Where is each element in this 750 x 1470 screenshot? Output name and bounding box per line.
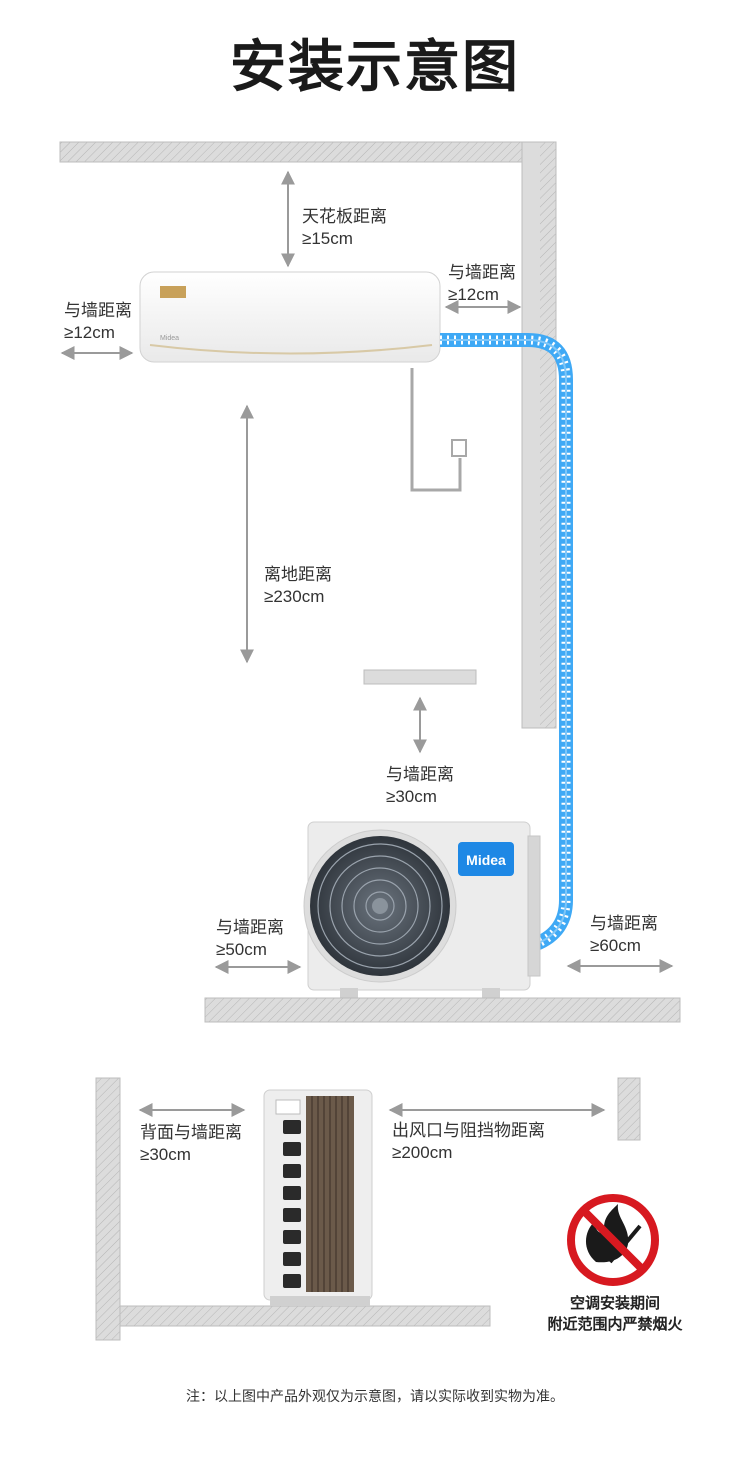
- indoor-unit: Midea: [139, 271, 441, 363]
- room-wall: [59, 141, 557, 729]
- outdoor-brand-logo: Midea: [466, 852, 506, 868]
- overhang-board: [363, 669, 477, 685]
- outdoor-right-distance-label: 与墙距离 ≥60cm: [590, 914, 658, 955]
- indoor-right-wall-label: 与墙距离 ≥12cm: [448, 263, 516, 304]
- floor-distance-label: 离地距离 ≥230cm: [264, 565, 332, 606]
- ceiling-distance-label: 天花板距离 ≥15cm: [302, 207, 387, 248]
- ground-slab: [204, 997, 681, 1023]
- refrigerant-pipe: [440, 333, 573, 951]
- page-title: 安装示意图: [230, 35, 520, 100]
- outlet-distance-label: 出风口与阻挡物距离 ≥200cm: [392, 1121, 545, 1162]
- indoor-left-wall-label: 与墙距离 ≥12cm: [64, 301, 132, 342]
- outdoor-left-distance-label: 与墙距离 ≥50cm: [216, 918, 284, 959]
- back-wall-distance-label: 背面与墙距离 ≥30cm: [140, 1123, 242, 1164]
- double-arrow-icon: [60, 170, 674, 974]
- side-view-walls: [95, 1077, 641, 1341]
- fire-warning-text: 空调安装期间 附近范围内严禁烟火: [547, 1295, 683, 1333]
- disclaimer-note: 注：以上图中产品外观仅为示意图，请以实际收到实物为准。: [186, 1388, 564, 1404]
- outdoor-unit: Midea: [303, 821, 541, 998]
- no-fire-icon: [567, 1194, 659, 1286]
- drain-pipe: [410, 368, 467, 492]
- outdoor-top-distance-label: 与墙距离 ≥30cm: [386, 765, 454, 806]
- outdoor-unit-side: [263, 1089, 373, 1306]
- indoor-brand: Midea: [160, 335, 179, 342]
